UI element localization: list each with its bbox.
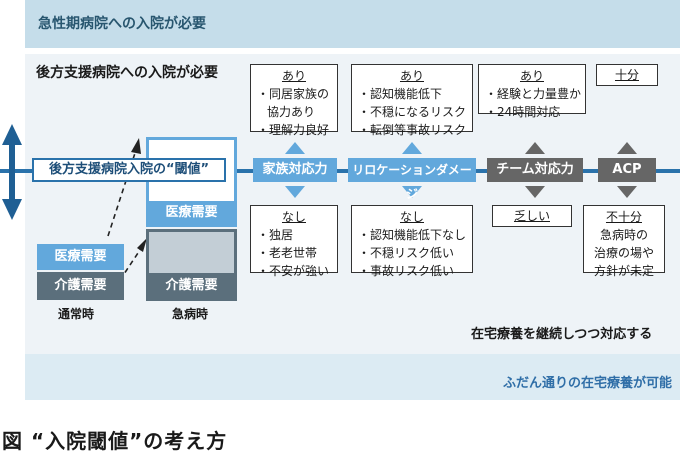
family-lower-box: なし ・独居 ・老老世帯 ・不安が強い (250, 205, 338, 278)
relocation-lower-line: ・事故リスク低い (358, 264, 455, 278)
acp-lower-line: 治療の場や (593, 246, 654, 260)
family-lower-line: ・老老世帯 (257, 246, 318, 260)
up-arrow-icon (402, 142, 422, 154)
acp-upper-head: 十分 (614, 68, 639, 82)
acute-care-demand-tile: 介護需要 (149, 273, 234, 298)
acute-hospital-band (25, 0, 680, 48)
threshold-line (0, 169, 680, 173)
factor-team-capacity: チーム対応力 (487, 158, 583, 182)
up-arrow-icon (617, 142, 637, 154)
arrowhead-icon (137, 238, 147, 252)
team-upper-head: あり (519, 69, 544, 83)
home-care-label: ふだん通りの在宅療養が可能 (502, 376, 672, 391)
down-arrow-icon (617, 186, 637, 198)
relocation-upper-line: ・不穏になるリスク (358, 105, 467, 119)
threshold-label: 後方支援病院入院の“閾値” (32, 158, 226, 182)
relocation-lower-box: なし ・認知機能低下なし ・不穏リスク低い ・事故リスク低い (351, 205, 473, 278)
arrowhead-icon (131, 138, 141, 154)
factor-family-capacity: 家族対応力 (253, 158, 337, 182)
relocation-lower-line: ・不穏リスク低い (358, 246, 455, 260)
acp-upper-box: 十分 (596, 64, 658, 86)
normal-medical-demand-tile: 医療需要 (37, 244, 124, 270)
home-care-note: 在宅療養を継続しつつ対応する (471, 327, 653, 342)
down-arrow-icon (402, 186, 422, 198)
normal-state-caption: 通常時 (58, 307, 95, 321)
team-lower-box: 乏しい (492, 205, 572, 227)
family-upper-line: ・同居家族の (257, 87, 330, 101)
relocation-upper-box: あり ・認知機能低下 ・不穏になるリスク ・転倒等事故リスク (351, 64, 473, 137)
family-upper-line: 協力あり (267, 105, 316, 119)
acp-lower-line: 方針が未定 (593, 264, 654, 278)
down-arrow-icon (525, 186, 545, 198)
family-lower-head: なし (281, 210, 306, 224)
team-upper-box: あり ・経験と力量豊か ・24時間対応 (478, 64, 586, 119)
acp-lower-head: 不十分 (605, 210, 642, 224)
team-upper-line: ・経験と力量豊か (485, 87, 582, 101)
family-upper-head: あり (281, 69, 306, 83)
relocation-upper-line: ・転倒等事故リスク (358, 123, 467, 137)
family-upper-line: ・理解力良好 (257, 123, 330, 137)
factor-relocation-damage: リロケーションダメージ (348, 158, 476, 201)
acp-lower-box: 不十分 急病時の 治療の場や 方針が未定 (583, 205, 665, 278)
family-upper-box: あり ・同居家族の 協力あり ・理解力良好 (250, 64, 338, 137)
down-arrow-icon (285, 186, 305, 198)
team-lower-head: 乏しい (513, 209, 550, 223)
acute-medical-demand-tile: 医療需要 (149, 201, 234, 225)
family-lower-line: ・不安が強い (257, 264, 330, 278)
acute-hospital-label: 急性期病院への入院が必要 (38, 16, 206, 32)
up-arrow-icon (525, 142, 545, 154)
team-upper-line: ・24時間対応 (485, 105, 561, 119)
acp-lower-line: 急病時の (599, 228, 648, 242)
family-lower-line: ・独居 (257, 228, 294, 242)
relocation-lower-head: なし (399, 210, 424, 224)
acute-state-caption: 急病時 (172, 307, 209, 321)
up-arrow-icon (285, 142, 305, 154)
vertical-double-arrow-icon (2, 124, 22, 220)
home-care-band (25, 354, 680, 400)
relocation-upper-head: あり (399, 69, 424, 83)
normal-care-demand-tile: 介護需要 (37, 272, 124, 300)
relocation-lower-line: ・認知機能低下なし (358, 228, 467, 242)
support-hospital-label: 後方支援病院への入院が必要 (36, 65, 218, 81)
figure-caption: 図 “入院閾値”の考え方 (2, 429, 228, 453)
factor-acp: ACP (598, 158, 656, 182)
relocation-upper-line: ・認知機能低下 (358, 87, 443, 101)
